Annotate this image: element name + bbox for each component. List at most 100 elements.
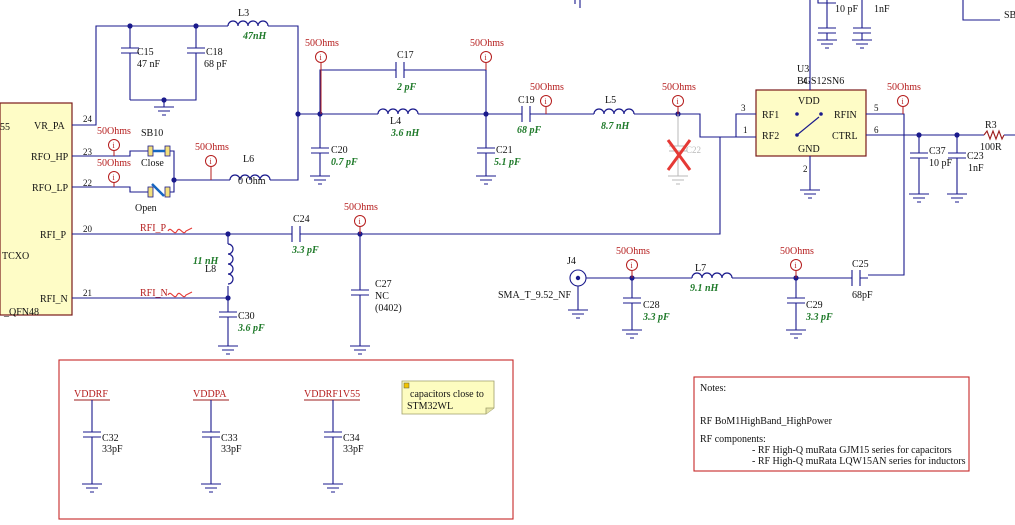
c27-note: (0402) (375, 303, 402, 314)
c25-value: 68pF (852, 290, 873, 301)
pin-num-20: 20 (83, 224, 93, 234)
c23-ref: C23 (967, 151, 984, 162)
u3-pin-rfin: RFIN (834, 110, 857, 121)
net-vddpa: VDDPA (193, 389, 227, 400)
net-vddrf1v55: VDDRF1V55 (304, 389, 360, 400)
notes-frame (693, 376, 970, 472)
decoupling-frame (58, 359, 514, 520)
l8-inductor (227, 243, 234, 285)
vr-pa-branch: L3 47nH C15 47 nF C18 68 pF (72, 8, 301, 181)
notes-item-2: - RF High-Q muRata LQW15AN series for in… (752, 456, 966, 467)
j4-ref: J4 (567, 256, 576, 267)
z-label-5: 50Ohms (887, 82, 921, 93)
c17-value: 2 pF (396, 82, 417, 93)
l7-inductor (691, 272, 733, 279)
top-cap-2-value: 1nF (874, 4, 890, 15)
c27-value: NC (375, 291, 389, 302)
svg-text:i: i (902, 97, 905, 106)
l4-inductor (377, 108, 419, 115)
filter-to-switch: C19 68 pF L5 8.7 nH C22 (486, 95, 756, 185)
z-label-8: 50Ohms (195, 142, 229, 153)
c18-value: 68 pF (204, 59, 228, 70)
c21-value: 5.1 pF (494, 157, 521, 168)
c37-ref: C37 (929, 146, 946, 157)
rfo-branch: SB10 Close Open L6 0 Ohm (72, 128, 271, 214)
c34-ref: C34 (343, 433, 360, 444)
pin-num-22: 22 (83, 178, 92, 188)
c29-ref: C29 (806, 300, 823, 311)
mcu-block: 55 TCXO _QFN48 VR_PA RFO_HP RFO_LP RFI_P… (0, 102, 93, 318)
c28-ref: C28 (643, 300, 660, 311)
u3-pin-rf2: RF2 (762, 131, 779, 142)
svg-text:i: i (113, 173, 116, 182)
svg-text:i: i (359, 217, 362, 226)
notes-item-1: - RF High-Q muRata GJM15 series for capa… (752, 445, 952, 456)
c28-value: 3.3 pF (642, 312, 670, 323)
r3-value: 100R (980, 142, 1002, 153)
c27-ref: C27 (375, 279, 392, 290)
c17-ref: C17 (397, 50, 414, 61)
r3-resistor (983, 129, 1005, 141)
u3-ref: U3 (797, 64, 809, 75)
mcu-fragment-mid: TCXO (2, 251, 29, 262)
notes-title: Notes: (700, 383, 726, 394)
c30-value: 3.6 pF (237, 323, 265, 334)
pin-num-21: 21 (83, 288, 92, 298)
c20-ref: C20 (331, 145, 348, 156)
c29-value: 3.3 pF (805, 312, 833, 323)
c33-value: 33pF (221, 444, 242, 455)
decoupling-note-line1: capacitors close to (410, 389, 484, 400)
l8-value: 11 nH (193, 256, 220, 267)
l5-value: 8.7 nH (601, 121, 631, 132)
pin-num-23: 23 (83, 147, 93, 157)
not-fitted-cross (666, 139, 692, 171)
c19-value: 68 pF (517, 125, 542, 136)
u3-pin-ctrl: CTRL (832, 131, 858, 142)
z-label-7: 50Ohms (97, 158, 131, 169)
c19-ref: C19 (518, 95, 535, 106)
pin-label-vr-pa: VR_PA (34, 121, 66, 132)
l4-ref: L4 (390, 116, 401, 127)
c32-ref: C32 (102, 433, 119, 444)
l8-ref: L8 (205, 264, 216, 275)
pin-label-rfo-hp: RFO_HP (31, 152, 69, 163)
z-label-6: 50Ohms (97, 126, 131, 137)
z-label-11: 50Ohms (780, 246, 814, 257)
c37-value: 10 pF (929, 158, 953, 169)
notes-section: Notes: RF BoM1HighBand_HighPower RF comp… (693, 376, 970, 472)
net-vddrf: VDDRF (74, 389, 108, 400)
svg-text:i: i (320, 53, 323, 62)
l6-value: 0 Ohm (238, 176, 266, 187)
c18-ref: C18 (206, 47, 223, 58)
matching-network: C17 2 pF L4 3.6 nH C20 0.7 pF C21 5.1 pF (298, 50, 521, 185)
u3-num-5: 5 (874, 103, 879, 113)
c34-value: 33pF (343, 444, 364, 455)
c25-ref: C25 (852, 259, 869, 270)
switch-u3: VDD RF1 RF2 RFIN CTRL GND U3 BGS12SN6 4 … (574, 0, 1015, 199)
c33-ref: C33 (221, 433, 238, 444)
pin-label-rfi-n: RFI_N (40, 294, 68, 305)
svg-text:i: i (485, 53, 488, 62)
mcu-body (0, 102, 73, 316)
z-label-1: 50Ohms (305, 38, 339, 49)
z-label-4: 50Ohms (662, 82, 696, 93)
l3-inductor (227, 20, 269, 27)
j4-value: SMA_T_9.52_NF (498, 290, 572, 301)
u3-pin-vdd: VDD (798, 96, 820, 107)
top-cap-1-value: 10 pF (835, 4, 859, 15)
u3-pin-rf1: RF1 (762, 110, 779, 121)
c22-ref: C22 (686, 145, 701, 155)
l3-value: 47nH (242, 31, 268, 42)
net-rfi-p: RFI_P (140, 223, 167, 234)
notes-bom: RF BoM1HighBand_HighPower (700, 416, 833, 427)
u3-part: BGS12SN6 (797, 76, 844, 87)
c23-value: 1nF (968, 163, 984, 174)
notes-components-heading: RF components: (700, 434, 766, 445)
l3-ref: L3 (238, 8, 249, 19)
c20-value: 0.7 pF (331, 157, 358, 168)
l7-value: 9.1 nH (690, 283, 720, 294)
sb10-close: Close (141, 158, 164, 169)
svg-text:i: i (210, 157, 213, 166)
pin-label-rfo-lp: RFO_LP (32, 183, 69, 194)
